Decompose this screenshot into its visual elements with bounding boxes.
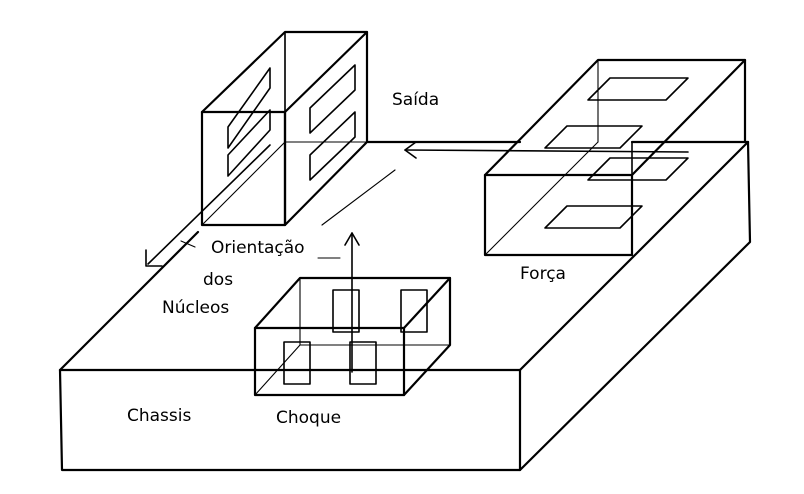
choque-transformer <box>253 276 452 397</box>
label-chassis: Chassis <box>127 406 192 426</box>
label-orientacao-line3: Núcleos <box>162 298 230 318</box>
label-choque: Choque <box>276 408 342 428</box>
label-orientacao-line2: dos <box>203 270 234 290</box>
label-forca: Força <box>520 264 566 284</box>
chassis-box <box>58 140 752 472</box>
label-orientacao-line1: Orientação <box>211 238 305 258</box>
saida-transformer <box>200 30 369 227</box>
orientacao-leaders <box>180 169 396 259</box>
forca-transformer <box>483 58 747 257</box>
arrow-saida-orientation <box>145 144 271 267</box>
label-saida: Saída <box>392 90 440 110</box>
arrow-forca-orientation <box>404 141 689 159</box>
arrow-choque-orientation <box>344 232 360 373</box>
